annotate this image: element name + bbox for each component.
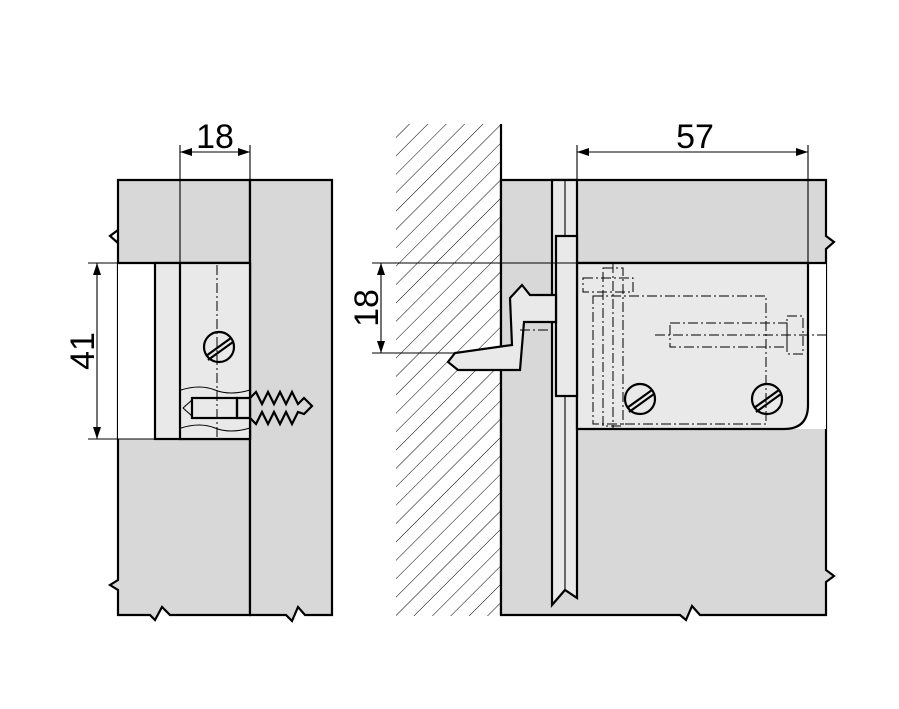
left-view: 18 41 (64, 118, 334, 623)
left-screw (202, 330, 236, 364)
right-width-label: 57 (676, 118, 714, 156)
left-height-label: 41 (64, 332, 102, 370)
left-width-label: 18 (196, 118, 234, 156)
left-adjacent-board (248, 178, 334, 623)
right-view: 57 18 (348, 118, 836, 622)
right-screw-right (750, 382, 784, 416)
right-height-dimension: 18 (348, 262, 577, 354)
left-bolt (180, 386, 314, 432)
hanger-body (575, 261, 810, 431)
wall-hook (446, 283, 558, 372)
left-width-dimension: 18 (179, 118, 251, 263)
right-width-dimension: 57 (576, 118, 809, 263)
left-panel-break-top (108, 229, 119, 244)
hanger-internal (592, 295, 767, 425)
hanger-plate (554, 234, 579, 398)
right-screw-left (623, 382, 657, 416)
right-height-label: 18 (348, 289, 386, 327)
left-hanger-face (178, 261, 252, 441)
left-height-dimension: 41 (64, 262, 155, 440)
